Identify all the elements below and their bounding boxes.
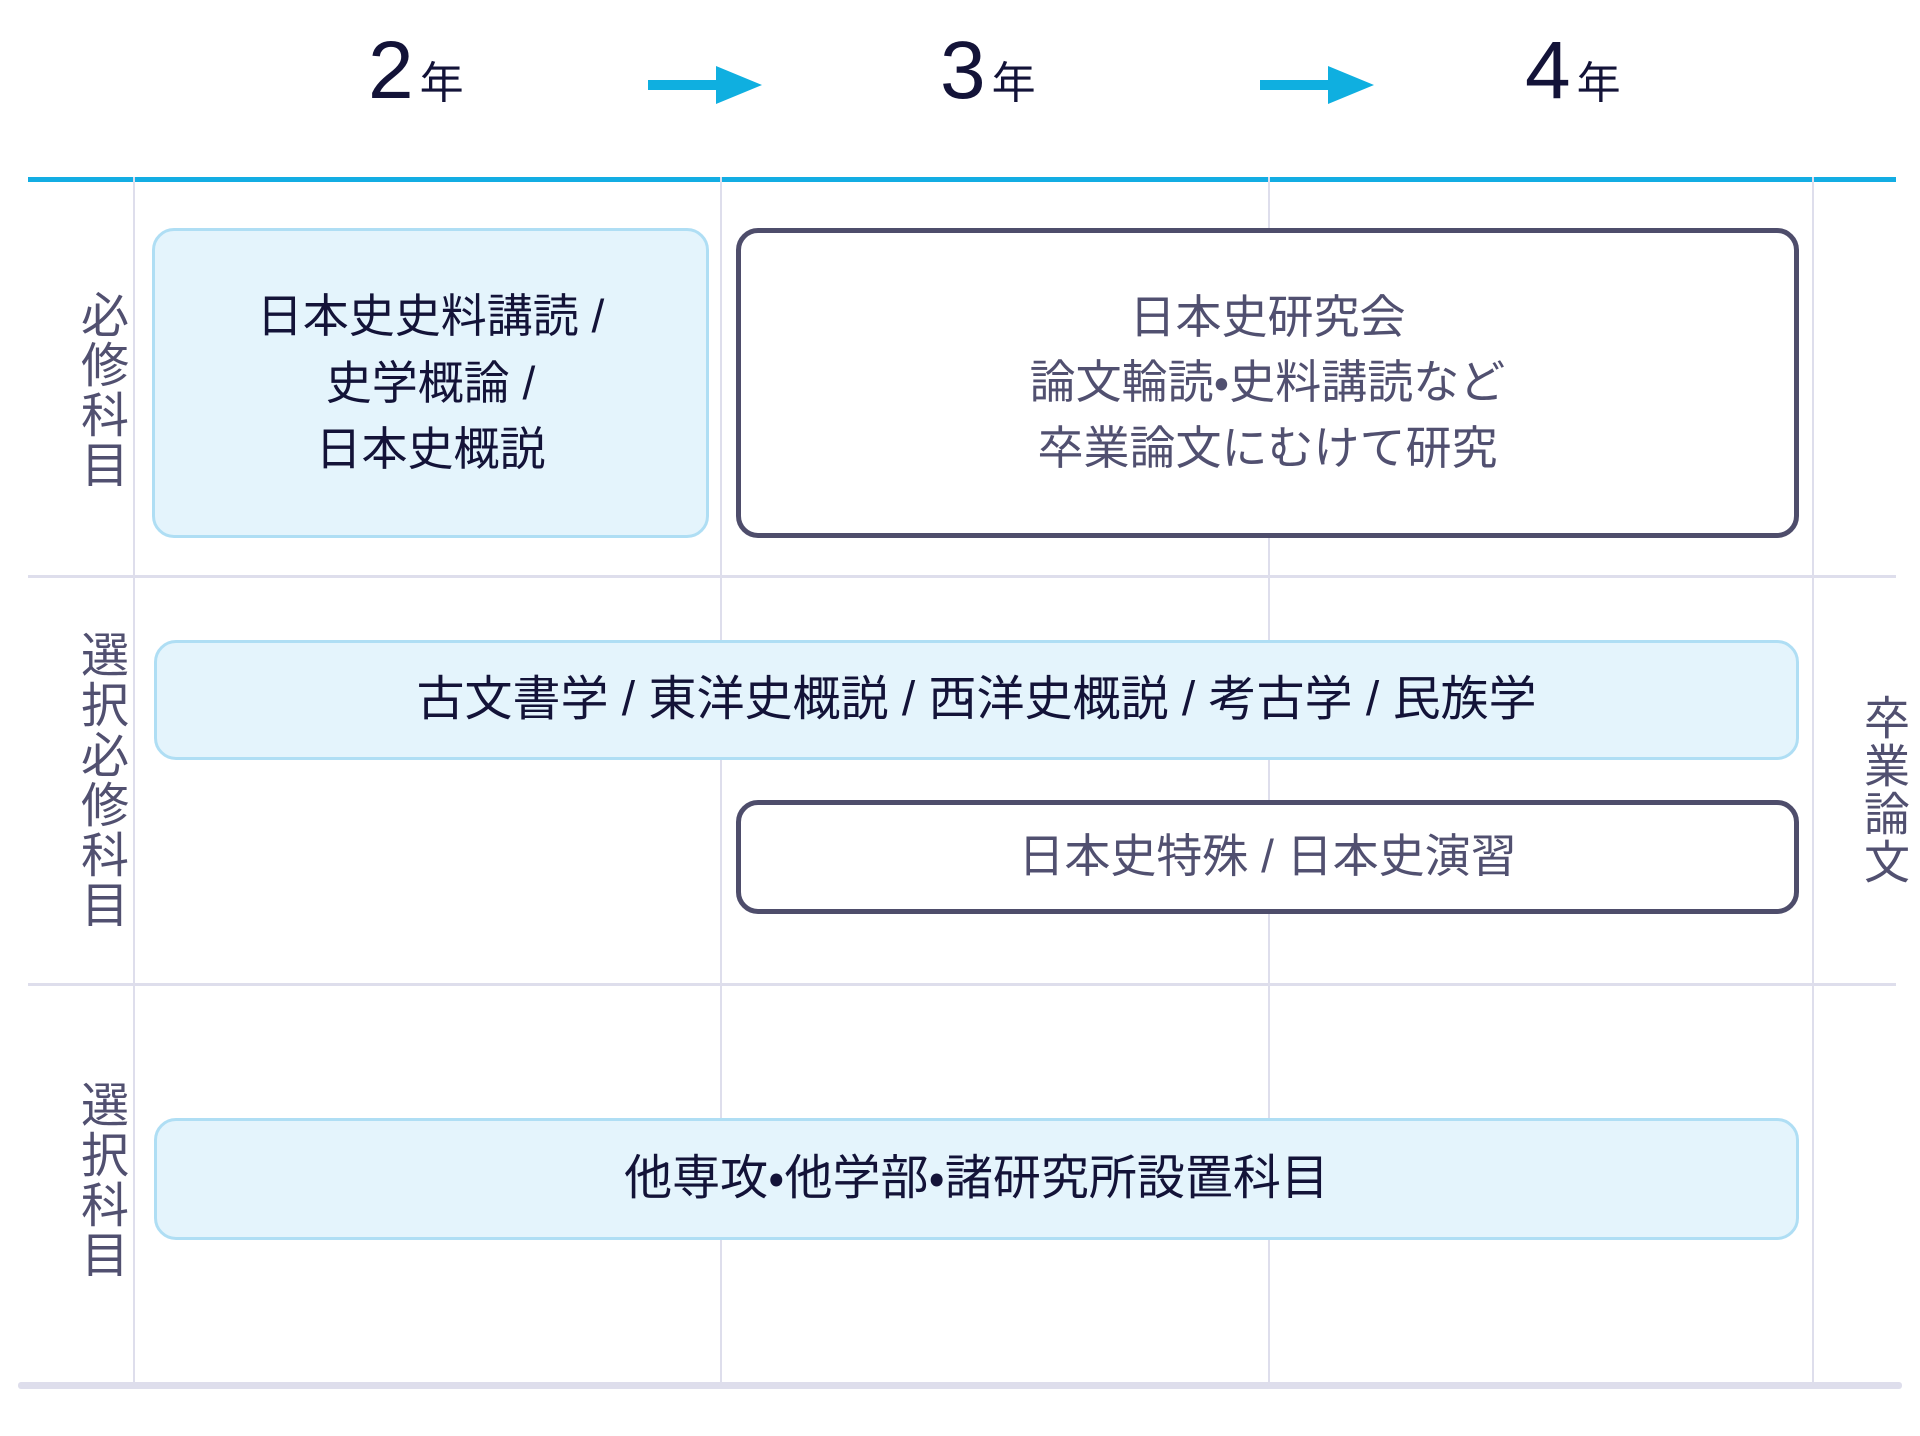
year-label-3: 3 年 [940, 30, 1036, 112]
side-label-graduation-thesis: 卒業論文 [1858, 694, 1910, 886]
grid-vertical-divider-1 [133, 177, 135, 1383]
year-header: 2 年 3 年 4 年 [0, 0, 1920, 172]
year-unit-3: 年 [991, 59, 1036, 108]
grid-top-border [28, 177, 1896, 182]
grid-vertical-divider-2 [720, 177, 722, 1383]
course-box-elective-required-year34: 日本史特殊 / 日本史演習 [736, 800, 1799, 914]
grid-vertical-divider-3 [1268, 177, 1270, 1383]
year-number-3: 3 [940, 25, 986, 116]
row-label-elective-required-courses: 選択必修科目 [73, 630, 126, 930]
course-box-required-year34: 日本史研究会 論文輪読・史料講読など 卒業論文にむけて研究 [736, 228, 1799, 538]
grid-vertical-divider-4 [1812, 177, 1814, 1383]
year-label-4: 4 年 [1525, 30, 1621, 112]
year-unit-4: 年 [1576, 59, 1621, 108]
year-unit-2: 年 [419, 59, 464, 108]
arrow-right-icon-2 [1260, 62, 1376, 108]
course-box-elective-required-all-years: 古文書学 / 東洋史概説 / 西洋史概説 / 考古学 / 民族学 [154, 640, 1799, 760]
course-box-elective-all-years: 他専攻・他学部・諸研究所設置科目 [154, 1118, 1799, 1240]
year-label-2: 2 年 [368, 30, 464, 112]
grid-bottom-border [18, 1382, 1902, 1389]
grid-horizontal-divider-2 [28, 983, 1896, 986]
year-number-4: 4 [1525, 25, 1571, 116]
year-number-2: 2 [368, 25, 414, 116]
grid-horizontal-divider-1 [28, 575, 1896, 578]
row-label-elective-courses: 選択科目 [73, 1080, 126, 1280]
course-box-required-year2: 日本史史料講読 / 史学概論 / 日本史概説 [152, 228, 709, 538]
row-label-required-courses: 必修科目 [73, 290, 126, 490]
arrow-right-icon-1 [648, 62, 764, 108]
